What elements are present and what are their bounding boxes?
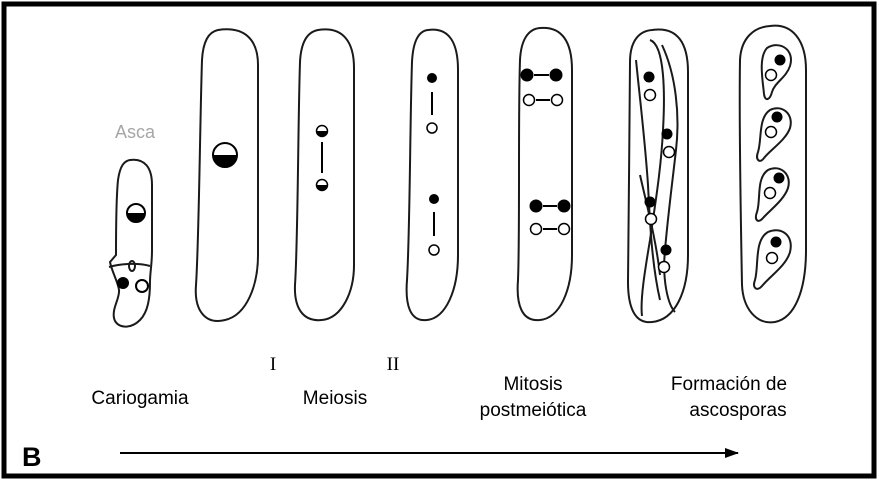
nucleus-empty	[136, 280, 148, 292]
stage-label-formacion-line2: ascosporas	[689, 400, 786, 421]
spore-nucleus-empty	[664, 147, 675, 158]
meiosis-I-nucleus-top	[317, 126, 328, 137]
ascospore-nucleus-empty	[765, 188, 776, 199]
stage-label-mitosis-line1: Mitosis	[503, 374, 562, 395]
ascospore-nucleus-empty	[767, 253, 778, 264]
meiosis-II-nucleus-3	[429, 194, 439, 204]
spore-nucleus-filled	[662, 129, 673, 140]
stage-label-meiosis-I: I	[270, 354, 276, 375]
diploid-nucleus-cariogamia	[127, 204, 145, 222]
ascospore-nucleus-filled	[772, 112, 783, 123]
spore-nucleus-empty	[646, 214, 657, 225]
spore-nucleus-filled	[644, 72, 655, 83]
stage-label-mitosis-line2: postmeiótica	[480, 400, 587, 421]
ascospore-nucleus-filled	[775, 55, 786, 66]
spore-nucleus-filled	[661, 245, 672, 256]
stage-label-cariogamia: Cariogamia	[91, 388, 189, 409]
ascospore-nucleus-empty	[766, 70, 777, 81]
ascospore-nucleus-filled	[774, 173, 785, 184]
spore-nucleus-empty	[659, 262, 670, 273]
nucleus-filled	[117, 277, 129, 289]
stage-label-formacion-line1: Formación de	[671, 374, 787, 395]
asca-label: Asca	[115, 122, 156, 142]
ascospore-nucleus-empty	[766, 127, 777, 138]
stage-label-meiosis: Meiosis	[303, 388, 367, 409]
meiosis-II-nucleus-2	[427, 123, 437, 133]
spore-nucleus-filled	[645, 197, 656, 208]
ascospore-nucleus-filled	[771, 237, 782, 248]
meiosis-II-nucleus-1	[427, 73, 437, 83]
diploid-nucleus	[213, 143, 237, 167]
stage-label-meiosis-II: II	[387, 354, 400, 375]
meiosis-II-nucleus-4	[429, 245, 439, 255]
panel-letter: B	[22, 442, 42, 472]
meiosis-I-nucleus-bottom	[317, 180, 328, 191]
spore-nucleus-empty	[645, 90, 656, 101]
